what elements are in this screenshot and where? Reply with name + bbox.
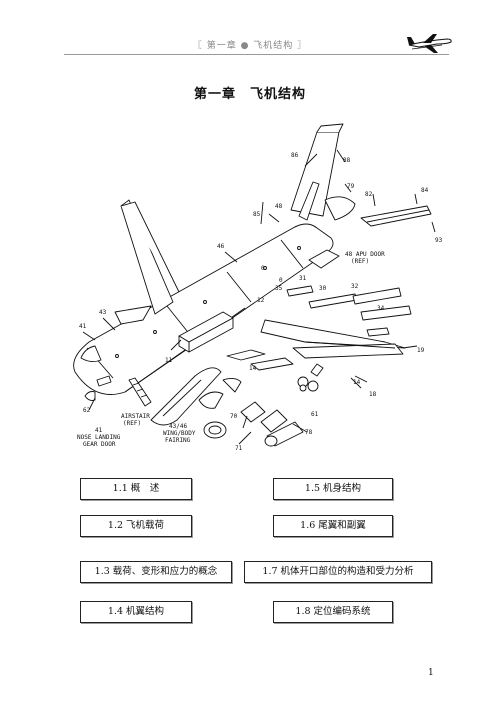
label-apu-door: 48 APU DOOR	[345, 251, 385, 258]
label-gear-door: GEAR DOOR	[83, 441, 116, 448]
label-62: 62	[83, 407, 91, 414]
toc-item-1-7[interactable]: 1.7 机体开口部位的构造和受力分析	[244, 561, 432, 583]
page-number: 1	[428, 668, 434, 678]
toc-item-1-8[interactable]: 1.8 定位编码系统	[273, 601, 393, 623]
toc-item-1-4[interactable]: 1.4 机翼结构	[80, 601, 192, 623]
label-fairing: FAIRING	[165, 437, 191, 444]
label-32: 32	[351, 283, 359, 290]
label-43-46: 43/46	[169, 423, 187, 430]
label-46: 46	[217, 243, 225, 250]
toc-item-1-1[interactable]: 1.1 概 述	[80, 478, 192, 500]
airplane-icon	[407, 34, 452, 53]
label-14b: 14	[353, 379, 361, 386]
label-19: 19	[417, 347, 425, 354]
label-wing-body: WING/BODY	[163, 430, 196, 437]
aircraft-structure-exploded-diagram: 86 88 79 82 84 85 48 93 46 48 APU DOOR (…	[73, 123, 443, 452]
running-header-text: 〖 第一章 ● 飞机结构 〗	[192, 41, 308, 51]
label-31: 31	[299, 275, 307, 282]
label-61: 61	[311, 411, 319, 418]
label-78: 78	[305, 429, 313, 436]
label-11: 11	[165, 357, 173, 364]
label-nose-landing: NOSE LANDING	[77, 434, 121, 441]
label-85: 85	[253, 211, 261, 218]
label-18: 18	[369, 391, 377, 398]
label-0b: 0	[279, 277, 283, 284]
label-84: 84	[421, 187, 429, 194]
label-14a: 14	[249, 365, 257, 372]
toc-item-1-2[interactable]: 1.2 飞机载荷	[80, 515, 192, 537]
label-71: 71	[235, 445, 243, 452]
toc-item-1-3[interactable]: 1.3 载荷、变形和应力的概念	[80, 561, 232, 583]
header-rule	[64, 54, 449, 55]
label-airstair-ref: (REF)	[123, 420, 141, 427]
label-35: 35	[275, 285, 283, 292]
label-41-nose: 41	[95, 427, 103, 434]
label-70: 70	[230, 413, 238, 420]
label-0a: 0	[261, 265, 265, 272]
label-apu-ref: (REF)	[351, 258, 369, 265]
label-48: 48	[275, 203, 283, 210]
label-30: 30	[319, 285, 327, 292]
label-12: 12	[257, 297, 265, 304]
label-93: 93	[435, 237, 443, 244]
label-79: 79	[347, 183, 355, 190]
label-41: 41	[79, 323, 87, 330]
label-82: 82	[365, 191, 373, 198]
label-34: 34	[377, 305, 385, 312]
label-airstair: AIRSTAIR	[121, 413, 150, 420]
toc-item-1-6[interactable]: 1.6 尾翼和副翼	[273, 515, 393, 537]
chapter-title: 第一章 飞机结构	[193, 87, 306, 102]
label-86: 86	[291, 152, 299, 159]
label-43: 43	[99, 309, 107, 316]
label-88: 88	[343, 157, 351, 164]
toc-item-1-5[interactable]: 1.5 机身结构	[273, 478, 393, 500]
